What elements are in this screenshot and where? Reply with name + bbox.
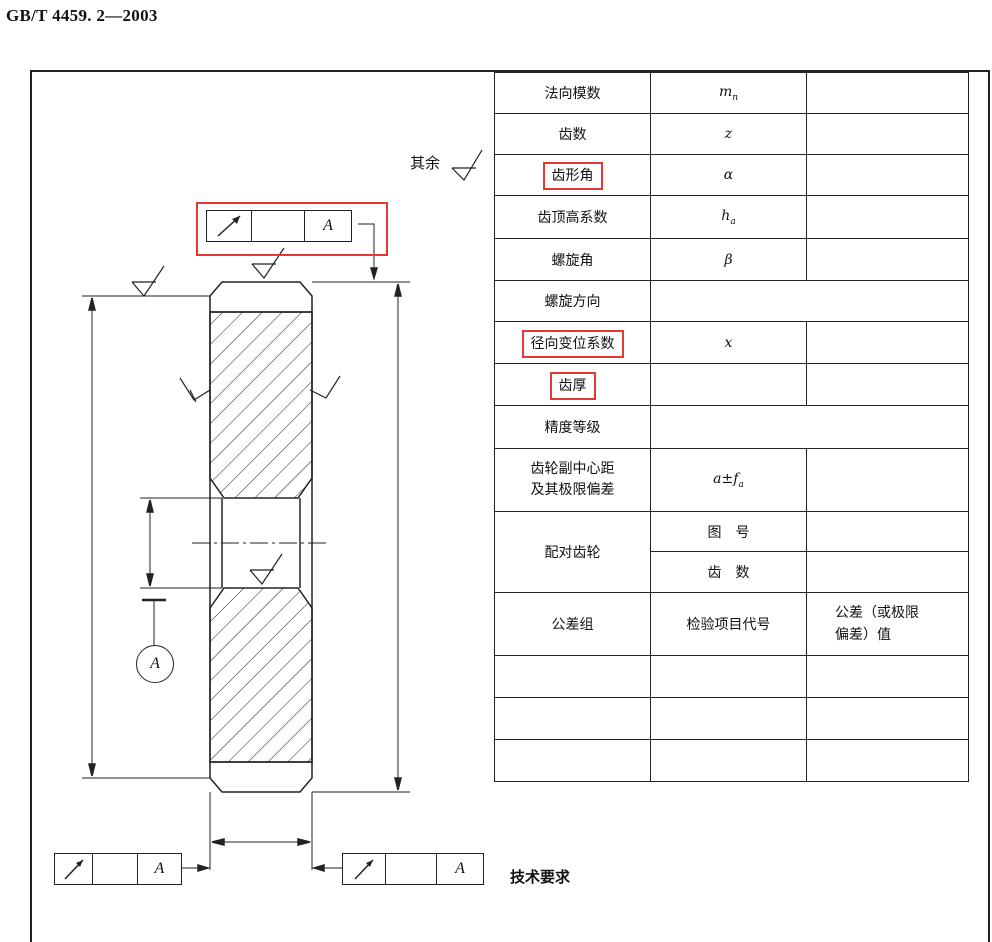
standard-code: GB/T 4459. 2—2003 xyxy=(6,6,158,25)
value-cell[interactable] xyxy=(806,511,969,552)
value-cell[interactable] xyxy=(806,321,969,364)
table-row: 齿轮副中心距及其极限偏差 a±fa xyxy=(494,448,969,512)
highlighted-label: 齿形角 xyxy=(542,162,603,190)
table-row: 精度等级 xyxy=(494,405,969,449)
table-row: 齿厚 xyxy=(494,363,969,406)
table-row xyxy=(494,655,969,698)
value-cell[interactable] xyxy=(806,448,969,512)
value-cell[interactable] xyxy=(650,280,969,322)
value-cell[interactable] xyxy=(806,195,969,239)
table-row: 法向模数 mn xyxy=(494,72,969,114)
datum-a-symbol: A xyxy=(136,645,174,683)
remaining-finish-label: 其余 xyxy=(410,154,441,172)
table-row: 配对齿轮 图 号 xyxy=(494,511,969,593)
runout-arrow-icon xyxy=(55,854,94,884)
table-row: 螺旋角 β xyxy=(494,238,969,281)
table-row xyxy=(494,697,969,740)
runout-arrow-icon xyxy=(343,854,386,884)
table-row: 公差组 检验项目代号 公差（或极限偏差）值 xyxy=(494,592,969,656)
fcf-bottom-right-datum: A xyxy=(455,860,465,877)
highlighted-label: 齿厚 xyxy=(549,371,596,400)
value-cell[interactable] xyxy=(806,238,969,281)
table-row xyxy=(494,739,969,782)
fcf-top-datum: A xyxy=(323,217,333,234)
fcf-bottom-left: A xyxy=(54,853,182,885)
table-row: 齿数 z xyxy=(494,113,969,155)
mating-gear-label: 配对齿轮 xyxy=(494,511,651,593)
fcf-bottom-left-datum: A xyxy=(154,860,165,877)
drawing-frame xyxy=(30,70,990,942)
gear-parameter-table: 法向模数 mn 齿数 z 齿形角 α 齿顶高系数 ha 螺旋角 β 螺旋方向 径… xyxy=(494,72,969,782)
value-cell[interactable] xyxy=(806,551,969,593)
surface-finish-icon xyxy=(131,149,483,585)
value-cell[interactable] xyxy=(650,405,969,449)
value-cell[interactable] xyxy=(806,72,969,114)
value-cell[interactable] xyxy=(806,363,969,406)
runout-arrow-icon xyxy=(207,211,252,241)
table-row: 齿形角 α xyxy=(494,154,969,196)
table-row: 齿顶高系数 ha xyxy=(494,195,969,239)
hatch-top xyxy=(209,311,313,499)
highlighted-label: 径向变位系数 xyxy=(521,329,624,358)
fcf-top-highlight xyxy=(196,202,388,256)
hatch-bottom xyxy=(209,587,313,763)
value-cell[interactable] xyxy=(806,113,969,155)
row-label: 法向模数 xyxy=(494,72,651,114)
table-row: 螺旋方向 xyxy=(494,280,969,322)
value-cell[interactable] xyxy=(806,154,969,196)
fcf-top: A xyxy=(206,210,352,242)
fcf-bottom-right: A xyxy=(342,853,484,885)
table-row: 径向变位系数 x xyxy=(494,321,969,364)
tech-requirements-label: 技术要求 xyxy=(510,868,571,886)
